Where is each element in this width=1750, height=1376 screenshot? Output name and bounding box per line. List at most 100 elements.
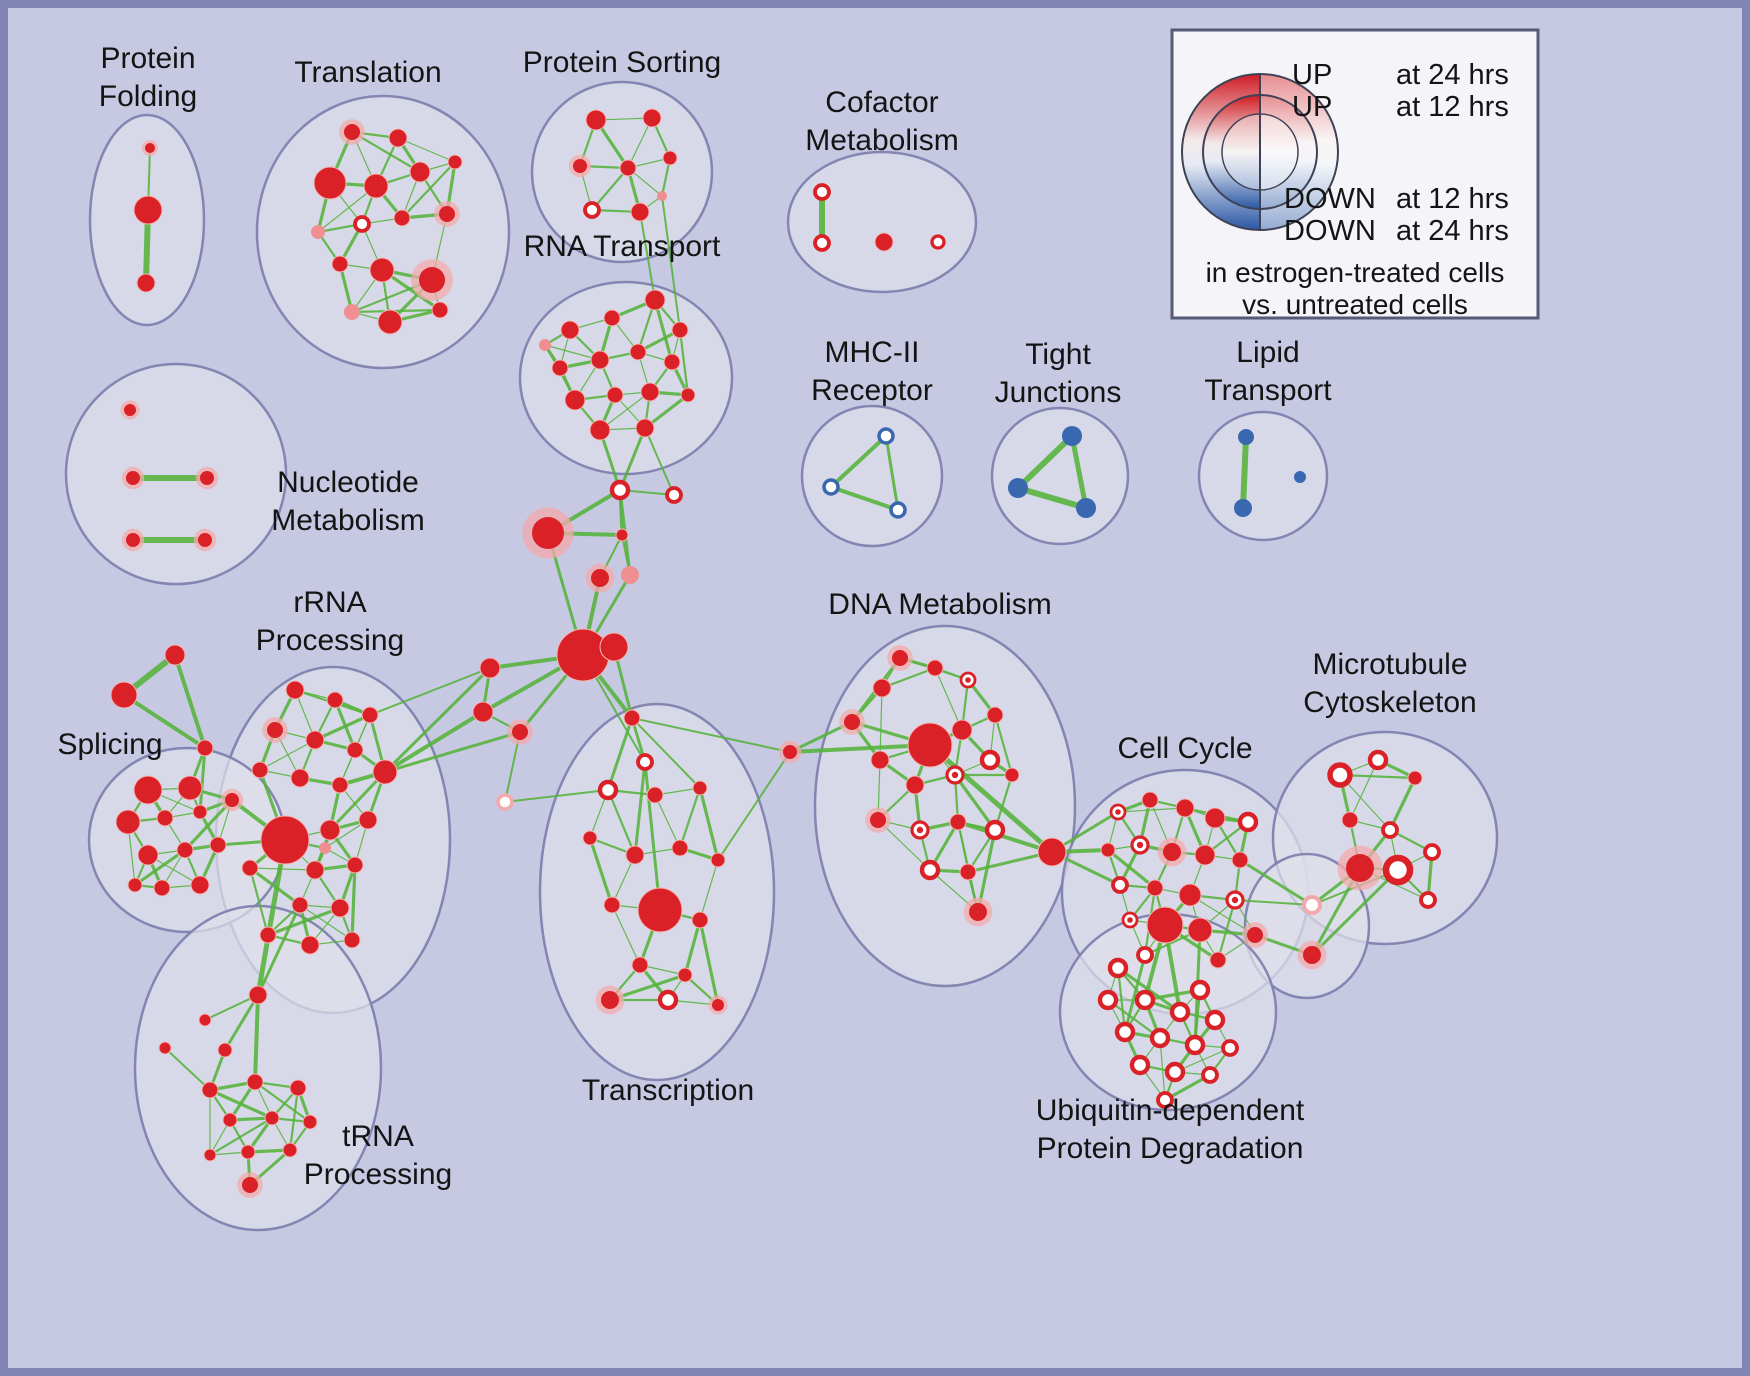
- node-halo: [1157, 837, 1187, 867]
- node-red: [260, 815, 310, 865]
- edge: [1238, 858, 1314, 907]
- edge: [618, 426, 647, 492]
- node-halo: [434, 201, 460, 227]
- edge: [1349, 759, 1379, 821]
- node-red: [959, 863, 977, 881]
- node-red: [259, 926, 277, 944]
- legend: UP at 24 hrs UP at 12 hrs DOWN at 12 hrs…: [1170, 28, 1540, 320]
- node-ring: [657, 989, 679, 1011]
- edge: [654, 794, 681, 849]
- node-red: [870, 750, 890, 770]
- cluster-connector-region: [1243, 852, 1371, 1000]
- node-red: [330, 898, 350, 918]
- node-ring: [597, 779, 619, 801]
- node-blue-ring: [822, 478, 840, 496]
- edge: [829, 485, 900, 512]
- edge: [598, 428, 622, 492]
- node-red: [1231, 851, 1249, 869]
- node-ring: [1327, 762, 1353, 788]
- edge: [198, 746, 207, 814]
- nodes-layer: [110, 108, 1441, 1198]
- node-red: [629, 343, 647, 361]
- node-dot-ring: [1109, 803, 1127, 821]
- node-halo: [1337, 845, 1383, 891]
- cluster-label-cell-cycle: Cell Cycle: [1117, 732, 1252, 765]
- node-halo: [195, 466, 219, 490]
- node-blue: [1076, 498, 1096, 518]
- edge: [698, 786, 720, 862]
- node-red: [551, 359, 569, 377]
- node-ring: [1201, 1066, 1219, 1084]
- node-blue-ring: [889, 501, 907, 519]
- node-halo: [339, 119, 365, 145]
- edge: [678, 328, 690, 397]
- cluster-tight-junctions: [990, 406, 1130, 546]
- edge: [248, 866, 270, 937]
- node-red: [619, 159, 637, 177]
- node-ring: [984, 819, 1006, 841]
- node-pink: [621, 566, 639, 584]
- node-red: [710, 852, 726, 868]
- node-red: [637, 887, 683, 933]
- node-red: [872, 678, 892, 698]
- node-dot-ring: [945, 765, 965, 785]
- edge: [328, 770, 387, 832]
- edge: [350, 308, 442, 314]
- node-red: [986, 706, 1004, 724]
- edge: [397, 137, 456, 163]
- node-red: [556, 628, 610, 682]
- node-red: [198, 1013, 212, 1027]
- node-red: [302, 1114, 318, 1130]
- node-ring: [1097, 989, 1119, 1011]
- node-red: [377, 309, 403, 335]
- node-ring: [813, 183, 831, 201]
- node-red: [1037, 837, 1067, 867]
- node-blue: [1294, 471, 1306, 483]
- node-red: [388, 128, 408, 148]
- node-red: [564, 389, 586, 411]
- node-halo: [193, 528, 217, 552]
- node-red: [1341, 811, 1359, 829]
- node-red: [663, 353, 681, 371]
- node-red: [1146, 906, 1184, 944]
- node-dot-ring: [1130, 835, 1150, 855]
- node-red: [190, 875, 210, 895]
- node-red: [343, 931, 361, 949]
- node-red: [1100, 842, 1116, 858]
- node-halo: [237, 1172, 263, 1198]
- node-red: [363, 173, 389, 199]
- node-red: [319, 819, 341, 841]
- node-red: [240, 1144, 256, 1160]
- node-red: [677, 967, 693, 983]
- edge: [927, 742, 1055, 855]
- legend-down-24-time: at 24 hrs: [1396, 215, 1509, 247]
- node-ring: [609, 479, 631, 501]
- node-halo: [507, 719, 533, 745]
- node-dot-ring: [959, 671, 977, 689]
- node-halo: [708, 995, 728, 1015]
- node-red: [409, 161, 431, 183]
- edge: [633, 760, 647, 857]
- node-red: [241, 859, 259, 877]
- edge: [122, 693, 207, 750]
- node-red: [926, 659, 944, 677]
- legend-caption-line1: in estrogen-treated cells: [1206, 257, 1505, 288]
- node-ring: [1107, 957, 1129, 979]
- node-ring: [1189, 979, 1211, 1001]
- node-blue: [1234, 499, 1252, 517]
- node-red: [289, 1079, 307, 1097]
- edge: [313, 713, 372, 742]
- edge: [544, 344, 601, 361]
- node-ring: [636, 753, 654, 771]
- edge: [1069, 433, 1089, 511]
- node-red: [361, 706, 379, 724]
- node-halo: [522, 507, 574, 559]
- edge: [1015, 433, 1075, 491]
- node-red: [671, 839, 689, 857]
- node-red: [209, 836, 227, 854]
- node-halo: [220, 788, 244, 812]
- node-red: [156, 809, 174, 827]
- node-red: [133, 775, 163, 805]
